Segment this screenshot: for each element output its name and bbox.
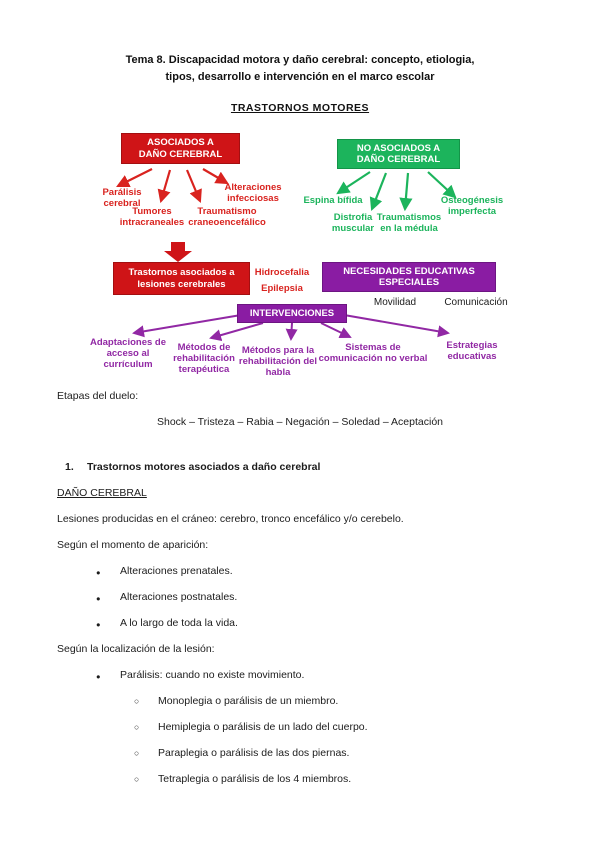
list-item: A lo largo de toda la vida. xyxy=(57,617,543,631)
label-metodos-rehabilitacion-habla: Métodos para la rehabilitación del habla xyxy=(238,345,318,378)
dano-cerebral-heading: DAÑO CEREBRAL xyxy=(57,487,147,499)
list-item: Hemiplegia o parálisis de un lado del cu… xyxy=(57,721,543,734)
label-sistemas-comunicacion-no-verbal: Sistemas de comunicación no verbal xyxy=(318,342,428,364)
label-espina-bifida: Espina bífida xyxy=(303,195,363,206)
document-title-line1: Tema 8. Discapacidad motora y daño cereb… xyxy=(125,54,475,66)
label-distrofia-muscular: Distrofia muscular xyxy=(331,212,375,234)
etapas-label: Etapas del duelo: xyxy=(57,390,139,402)
list-item: Tetraplegia o parálisis de los 4 miembro… xyxy=(57,773,543,786)
para-lesiones: Lesiones producidas en el cráneo: cerebr… xyxy=(57,513,404,525)
label-estrategias-educativas: Estrategias educativas xyxy=(446,340,498,362)
section1-title: Trastornos motores asociados a daño cere… xyxy=(87,461,321,473)
label-osteogenesis-imperfecta: Osteogénesis imperfecta xyxy=(440,195,504,217)
concept-map-arrows xyxy=(116,168,457,341)
box-no-asociados-dano-cerebral: NO ASOCIADOS A DAÑO CEREBRAL xyxy=(337,139,460,169)
section1-number: 1. xyxy=(65,461,74,473)
para-localizacion: Según la localización de la lesión: xyxy=(57,643,215,655)
label-movilidad: Movilidad xyxy=(373,297,417,308)
section1-heading: 1. Trastornos motores asociados a daño c… xyxy=(57,461,543,474)
bullet-paralisis-list: Parálisis: cuando no existe movimiento. xyxy=(57,669,543,683)
concept-map: ASOCIADOS A DAÑO CEREBRAL NO ASOCIADOS A… xyxy=(0,125,600,390)
label-hidrocefalia-epilepsia: Hidrocefalia Epilepsia xyxy=(254,267,310,294)
list-item: Paraplegia o parálisis de las dos pierna… xyxy=(57,747,543,760)
label-metodos-rehabilitacion-terapeutica: Métodos de rehabilitación terapéutica xyxy=(173,342,235,375)
list-item: Alteraciones postnatales. xyxy=(57,591,543,605)
document-subtitle: TRASTORNOS MOTORES xyxy=(230,102,370,114)
etapas-sequence: Shock – Tristeza – Rabia – Negación – So… xyxy=(156,416,444,428)
body-text: Etapas del duelo: Shock – Tristeza – Rab… xyxy=(57,390,543,799)
document-header: Tema 8. Discapacidad motora y daño cereb… xyxy=(0,52,600,114)
list-item: Monoplegia o parálisis de un miembro. xyxy=(57,695,543,708)
box-trastornos-lesiones-cerebrales: Trastornos asociados a lesiones cerebral… xyxy=(113,262,250,295)
list-item: Parálisis: cuando no existe movimiento. xyxy=(57,669,543,683)
block-arrow-down xyxy=(164,242,192,262)
subbullets-paralisis: Monoplegia o parálisis de un miembro. He… xyxy=(57,695,543,786)
para-momento: Según el momento de aparición: xyxy=(57,539,209,551)
label-paralisis-cerebral: Parálisis cerebral xyxy=(102,187,142,209)
label-tumores-intracraneales: Tumores intracraneales xyxy=(119,206,185,228)
list-item: Alteraciones prenatales. xyxy=(57,565,543,579)
document-title-line2: tipos, desarrollo e intervención en el m… xyxy=(165,71,435,83)
label-traumatismos-medula: Traumatismos en la médula xyxy=(376,212,442,234)
box-asociados-dano-cerebral: ASOCIADOS A DAÑO CEREBRAL xyxy=(121,133,240,164)
box-necesidades-educativas: NECESIDADES EDUCATIVAS ESPECIALES xyxy=(322,262,496,292)
label-alteraciones-infecciosas: Alteraciones infecciosas xyxy=(224,182,282,204)
label-traumatismo-craneoencefalico: Traumatismo craneoencefálico xyxy=(188,206,266,228)
label-comunicacion: Comunicación xyxy=(444,297,508,308)
label-adaptaciones-curriculum: Adaptaciones de acceso al currículum xyxy=(89,337,167,370)
box-intervenciones: INTERVENCIONES xyxy=(237,304,347,323)
bullets-momento: Alteraciones prenatales. Alteraciones po… xyxy=(57,565,543,631)
